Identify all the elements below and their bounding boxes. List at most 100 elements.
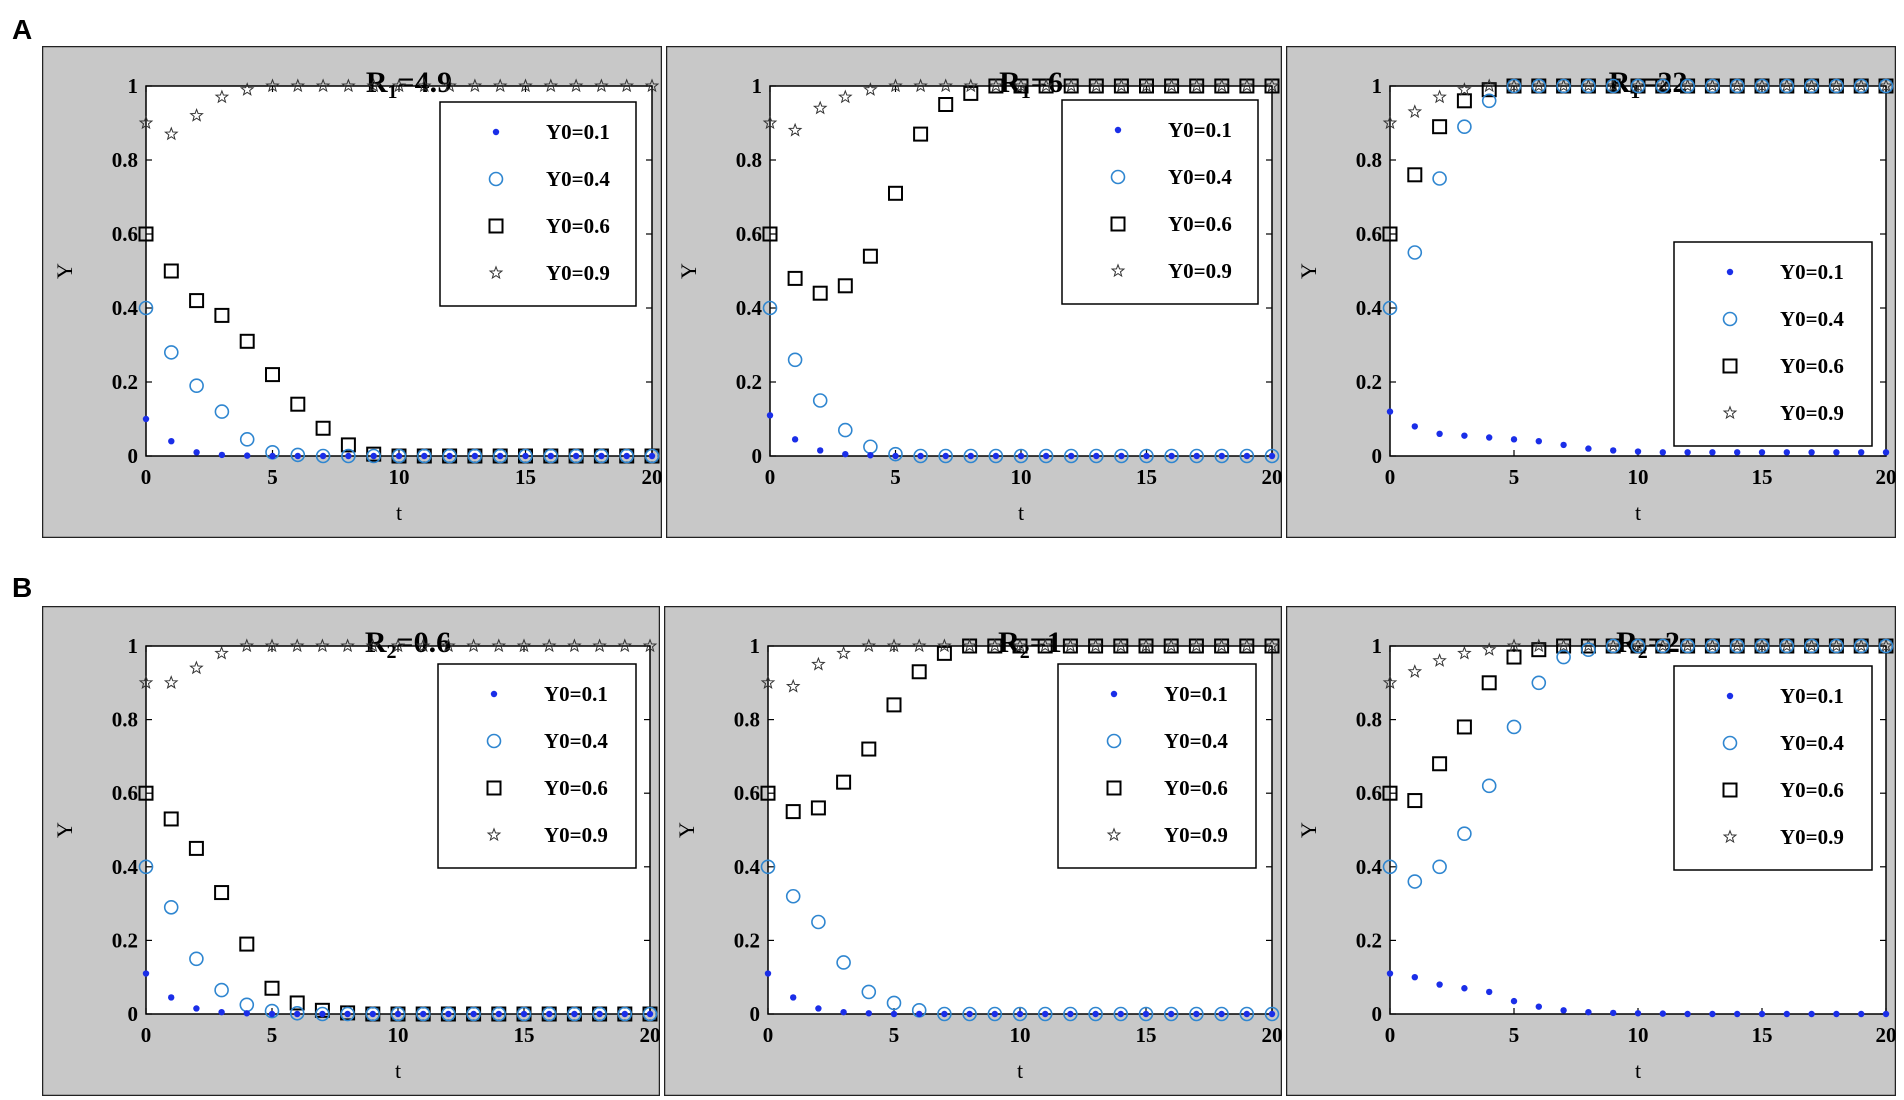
data-point bbox=[1407, 793, 1423, 809]
data-point bbox=[1239, 638, 1255, 653]
data-point bbox=[1531, 78, 1547, 94]
data-point bbox=[1585, 1008, 1592, 1016]
data-point bbox=[1063, 638, 1078, 653]
data-point bbox=[315, 1006, 330, 1022]
data-point bbox=[1239, 1006, 1255, 1022]
series-circle bbox=[1382, 638, 1894, 889]
x-tick-label: 0 bbox=[141, 1023, 152, 1047]
series-circle bbox=[138, 300, 660, 464]
data-point bbox=[471, 452, 479, 460]
data-point bbox=[838, 422, 853, 438]
legend-box bbox=[439, 101, 637, 307]
data-point bbox=[1193, 1010, 1200, 1018]
data-point bbox=[568, 448, 584, 464]
series-star bbox=[138, 78, 660, 141]
x-tick-label: 20 bbox=[1876, 1023, 1897, 1047]
data-point bbox=[1709, 449, 1716, 456]
legend-marker bbox=[486, 733, 502, 749]
data-point bbox=[1411, 423, 1418, 430]
data-point bbox=[619, 78, 634, 93]
data-point bbox=[290, 396, 306, 412]
data-point bbox=[1531, 642, 1547, 658]
data-point bbox=[892, 452, 899, 460]
data-point bbox=[1506, 719, 1522, 735]
data-point bbox=[1142, 1010, 1150, 1018]
data-point bbox=[1214, 448, 1230, 464]
data-point bbox=[890, 1010, 898, 1018]
data-point bbox=[1506, 78, 1522, 94]
y-axis-label: Y bbox=[52, 263, 77, 279]
legend-marker bbox=[492, 128, 500, 136]
data-point bbox=[1829, 638, 1844, 653]
series-circle bbox=[138, 859, 658, 1022]
data-point bbox=[1684, 449, 1691, 456]
data-point bbox=[1783, 449, 1790, 456]
y-tick-label: 0 bbox=[128, 1002, 139, 1026]
legend-label: Y0=0.9 bbox=[1780, 825, 1844, 849]
data-point bbox=[938, 448, 954, 464]
data-point bbox=[1556, 638, 1571, 653]
data-point bbox=[1432, 756, 1448, 772]
data-point bbox=[811, 656, 826, 671]
y-tick-label: 0.4 bbox=[112, 855, 139, 879]
legend-label: Y0=0.1 bbox=[546, 120, 610, 144]
data-point bbox=[163, 675, 179, 689]
legend-marker bbox=[486, 827, 502, 842]
data-point bbox=[1189, 1006, 1204, 1022]
data-point bbox=[1705, 78, 1720, 94]
data-point bbox=[1138, 1006, 1154, 1022]
legend: Y0=0.1Y0=0.4Y0=0.6Y0=0.9 bbox=[1673, 665, 1873, 871]
series-star bbox=[1382, 638, 1894, 689]
data-point bbox=[543, 448, 559, 464]
data-point bbox=[1214, 78, 1230, 93]
data-point bbox=[1037, 638, 1053, 653]
data-point bbox=[1218, 1010, 1225, 1018]
data-point bbox=[1531, 638, 1547, 653]
data-point bbox=[442, 78, 457, 93]
data-point bbox=[1808, 1010, 1815, 1018]
y-tick-label: 0.8 bbox=[112, 148, 138, 172]
data-point bbox=[1560, 1007, 1567, 1014]
data-point bbox=[1605, 78, 1621, 94]
data-point bbox=[1506, 78, 1522, 93]
data-point bbox=[886, 697, 902, 713]
data-point bbox=[1456, 719, 1472, 735]
data-point bbox=[568, 78, 584, 93]
data-point bbox=[420, 1010, 427, 1018]
data-point bbox=[264, 638, 280, 653]
data-point bbox=[138, 115, 154, 130]
data-point bbox=[163, 263, 179, 279]
y-tick-label: 0 bbox=[128, 444, 139, 468]
data-point bbox=[1456, 93, 1472, 109]
legend-label: Y0=0.4 bbox=[1780, 307, 1844, 331]
data-point bbox=[642, 1006, 658, 1022]
data-point bbox=[1783, 1010, 1790, 1018]
data-point bbox=[189, 951, 204, 967]
y-tick-label: 0.6 bbox=[112, 781, 138, 805]
data-point bbox=[762, 300, 778, 316]
data-point bbox=[1630, 638, 1646, 654]
data-point bbox=[466, 1006, 481, 1022]
data-point bbox=[815, 1005, 822, 1012]
data-point bbox=[1779, 638, 1795, 653]
data-point bbox=[294, 452, 301, 460]
data-point bbox=[1560, 441, 1567, 449]
x-tick-label: 20 bbox=[1876, 465, 1897, 489]
data-point bbox=[416, 448, 432, 464]
data-point bbox=[988, 78, 1004, 93]
data-point bbox=[365, 638, 381, 653]
data-point bbox=[942, 452, 949, 460]
x-tick-label: 0 bbox=[765, 465, 776, 489]
data-point bbox=[867, 452, 874, 459]
data-point bbox=[1634, 448, 1642, 455]
data-point bbox=[1829, 638, 1844, 654]
data-point bbox=[138, 226, 154, 242]
legend-label: Y0=0.4 bbox=[1164, 729, 1228, 753]
legend: Y0=0.1Y0=0.4Y0=0.6Y0=0.9 bbox=[1673, 241, 1873, 447]
y-axis-label: Y bbox=[1296, 822, 1321, 838]
data-point bbox=[1113, 1006, 1129, 1022]
data-point bbox=[243, 1010, 250, 1017]
x-tick-label: 15 bbox=[1752, 465, 1773, 489]
